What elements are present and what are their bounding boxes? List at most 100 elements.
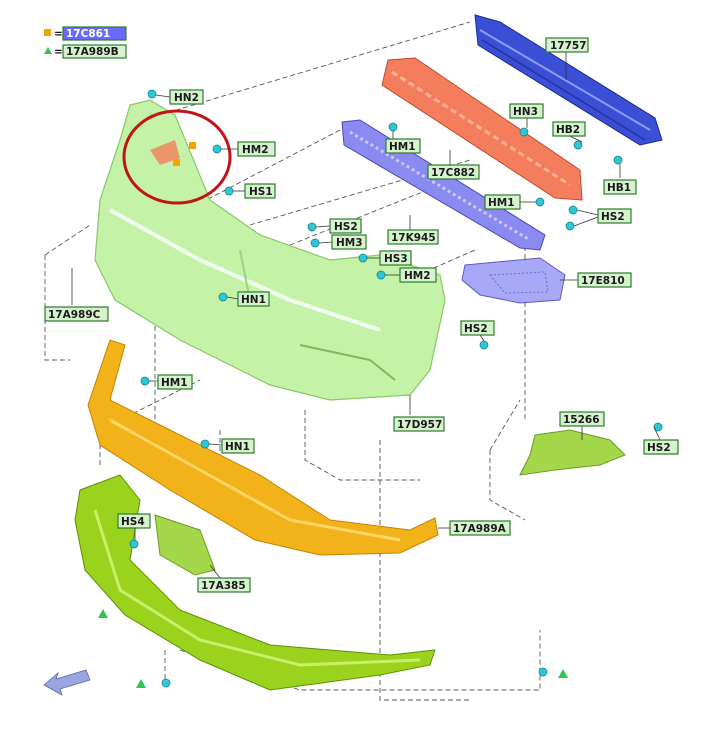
legend-equals-2: = xyxy=(54,46,63,58)
clip-icon xyxy=(565,221,575,231)
label-box-hm3 xyxy=(331,234,367,250)
clip-icon xyxy=(613,155,623,165)
label-hn3: HN3 xyxy=(513,106,538,118)
label-hb1: HB1 xyxy=(607,182,631,194)
label-box-17757 xyxy=(545,37,589,53)
label-17d957: 17D957 xyxy=(397,419,442,431)
label-17a989a: 17A989A xyxy=(453,523,507,535)
label-hs4: HS4 xyxy=(121,516,145,528)
label-box-17a989c xyxy=(44,306,109,322)
label-hb2: HB2 xyxy=(556,124,580,136)
clip-icon xyxy=(212,144,222,154)
lower-lip-17A989A xyxy=(87,339,439,556)
label-box-hn1-a xyxy=(237,291,270,307)
label-15266: 15266 xyxy=(563,414,600,426)
leader-lines xyxy=(71,52,661,579)
label-box-hm2-top xyxy=(237,141,276,157)
label-box-hm2-mid xyxy=(399,267,437,283)
label-17c882: 17C882 xyxy=(431,167,475,179)
highlighted-bracket xyxy=(150,140,180,165)
clip-icon xyxy=(147,89,157,99)
label-hn1-b: HN1 xyxy=(225,441,250,453)
label-box-hs1 xyxy=(244,183,276,199)
square-marker-icon xyxy=(44,29,51,36)
triangle-marker-icon xyxy=(98,609,108,618)
clip-icon xyxy=(358,253,368,263)
label-box-17e810 xyxy=(577,272,632,288)
label-hs2-d: HS2 xyxy=(647,442,671,454)
label-17757: 17757 xyxy=(550,40,587,52)
label-box-hs2-a xyxy=(329,218,362,234)
label-hm1-top: HM1 xyxy=(389,141,416,153)
label-box-hs2-b xyxy=(597,208,632,224)
absorber-17C882 xyxy=(381,57,583,201)
label-box-17d957 xyxy=(393,416,445,432)
clip-icon xyxy=(376,270,386,280)
label-hs1: HS1 xyxy=(249,186,273,198)
legend-square-code: 17C861 xyxy=(66,28,110,40)
direction-arrow-icon xyxy=(43,669,91,696)
legend-triangle-code: 17A989B xyxy=(66,46,119,58)
label-box-hs2-c xyxy=(460,320,495,336)
clip-icon xyxy=(568,205,578,215)
label-hm1-mid: HM1 xyxy=(488,197,515,209)
clip-icon xyxy=(161,678,171,688)
label-hm3: HM3 xyxy=(336,237,363,249)
clip-icon xyxy=(535,197,545,207)
clip-icon xyxy=(307,222,317,232)
square-marker-icon xyxy=(173,159,180,166)
bumper-cover-17D957 xyxy=(94,99,446,401)
clip-icon xyxy=(218,292,228,302)
label-17k945: 17K945 xyxy=(391,232,436,244)
plate-bracket-17A385 xyxy=(154,514,216,576)
label-box-17a385 xyxy=(197,577,251,593)
clip-icon xyxy=(310,238,320,248)
label-hs2-c: HS2 xyxy=(464,323,488,335)
label-hn2: HN2 xyxy=(174,92,199,104)
legend-equals-1: = xyxy=(54,28,63,40)
label-box-hm1-top xyxy=(385,138,421,154)
label-box-hn1-b xyxy=(221,438,255,454)
label-box-17a989a xyxy=(449,520,511,536)
label-hm2-mid: HM2 xyxy=(404,270,431,282)
legend-square-box xyxy=(62,26,127,41)
label-box-hb1 xyxy=(603,179,637,195)
highlight-circle xyxy=(122,109,232,205)
clip-icon xyxy=(140,376,150,386)
triangle-marker-icon xyxy=(136,679,146,688)
clip-icon xyxy=(129,539,139,549)
upper-beam-17757 xyxy=(474,14,663,146)
label-17a989c: 17A989C xyxy=(48,309,101,321)
triangle-marker-icon xyxy=(44,47,52,54)
label-hm1-low: HM1 xyxy=(161,377,188,389)
label-17e810: 17E810 xyxy=(581,275,625,287)
label-hs3: HS3 xyxy=(384,253,408,265)
side-bracket-15266 xyxy=(519,429,626,476)
label-box-17k945 xyxy=(387,229,439,245)
label-box-hm1-low xyxy=(157,374,193,390)
legend-triangle-box xyxy=(62,44,127,59)
label-hs2-b: HS2 xyxy=(601,211,625,223)
clips xyxy=(129,89,663,688)
square-marker-icon xyxy=(189,142,196,149)
label-box-hs4 xyxy=(117,513,151,529)
legend: = 17C861 = 17A989B xyxy=(44,26,127,59)
label-hs2-a: HS2 xyxy=(334,221,358,233)
label-box-15266 xyxy=(559,411,605,427)
label-box-hn2 xyxy=(169,89,204,105)
label-box-hb2 xyxy=(552,121,586,137)
label-box-hs2-d xyxy=(643,439,679,455)
label-box-17c882 xyxy=(427,164,480,180)
clip-icon xyxy=(388,122,398,132)
label-hn1-a: HN1 xyxy=(241,294,266,306)
label-hm2-top: HM2 xyxy=(242,144,269,156)
part-labels: HN2 HM2 HS1 HS2 HM3 HS3 HM2 HN1 17A989C … xyxy=(44,37,679,593)
clip-icon xyxy=(479,340,489,350)
clip-icon xyxy=(200,439,210,449)
clip-icon xyxy=(538,667,548,677)
clip-icon xyxy=(519,127,529,137)
label-box-hs3 xyxy=(379,250,412,266)
clip-icon xyxy=(224,186,234,196)
triangle-marker-icon xyxy=(558,669,568,678)
